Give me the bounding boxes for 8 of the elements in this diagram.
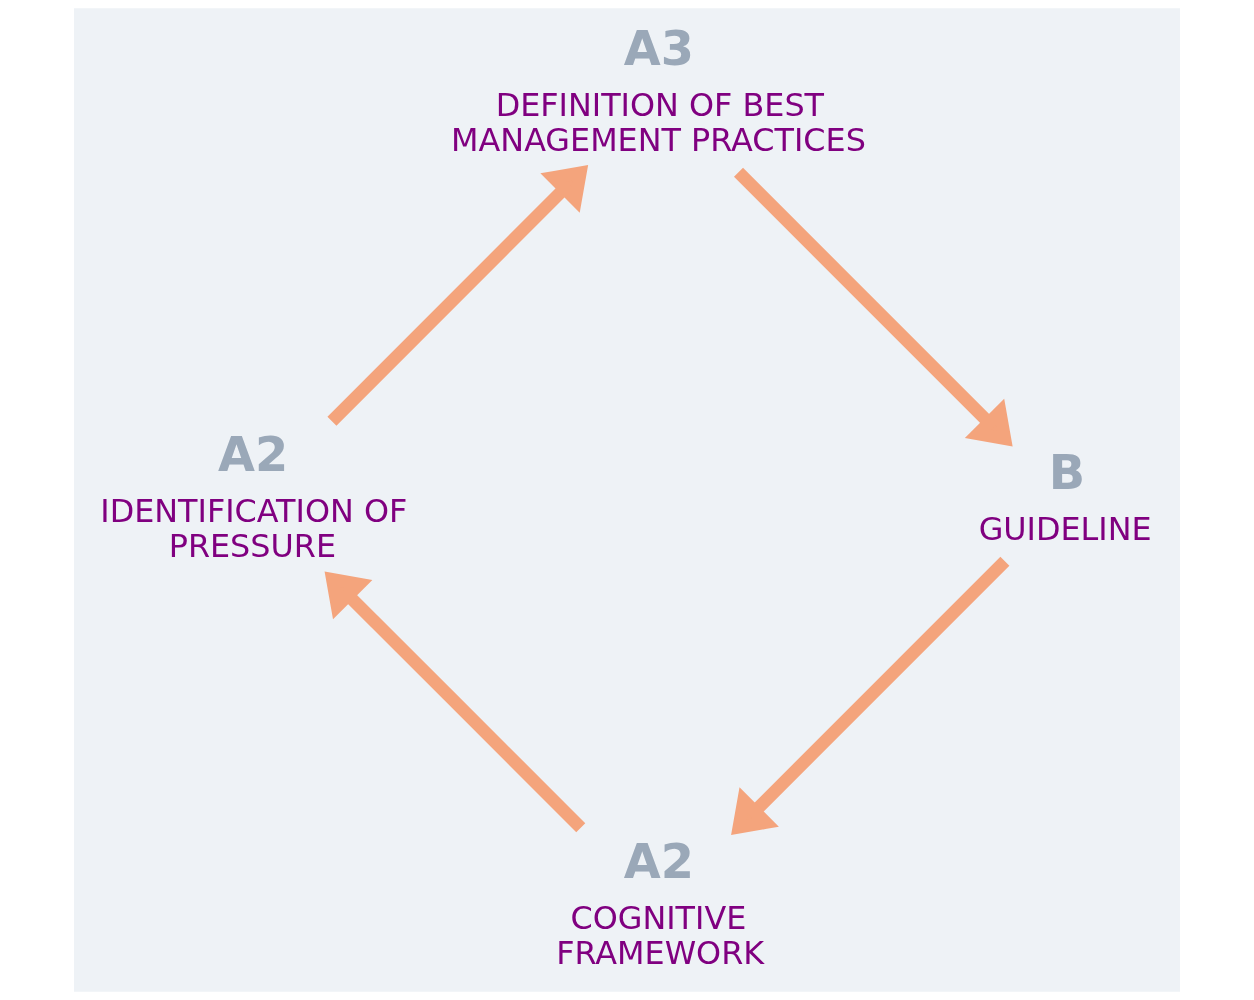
node-text: A3 DEFINITION OF BEST MANAGEMENT PRACTICES <box>451 20 866 159</box>
node-text: B GUIDELINE <box>978 444 1152 548</box>
node-text: A2 COGNITIVE FRAMEWORK <box>556 833 765 972</box>
node-text: A2 IDENTIFICATION OF PRESSURE <box>100 427 408 566</box>
arrow <box>734 167 1013 447</box>
arrow <box>324 571 586 833</box>
arrow <box>327 164 589 426</box>
arrow <box>731 556 1010 836</box>
